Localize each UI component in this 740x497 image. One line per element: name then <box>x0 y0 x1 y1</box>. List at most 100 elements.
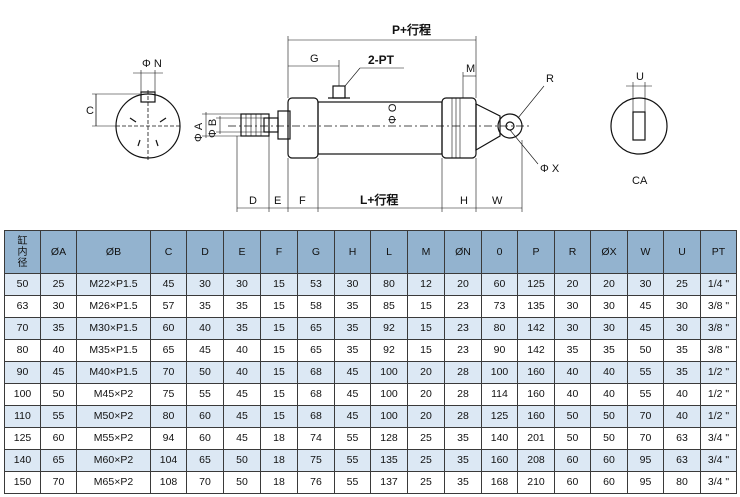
table-cell: 50 <box>186 361 224 384</box>
table-header-cell: U <box>663 230 701 274</box>
label-m: M <box>466 63 475 75</box>
label-phi-o: Φ O <box>387 103 399 124</box>
table-cell: 63 <box>663 427 701 450</box>
table-cell: 55 <box>627 361 664 384</box>
table-cell: 40 <box>590 383 628 406</box>
label-f: F <box>299 195 306 207</box>
table-cell: 53 <box>297 273 335 296</box>
table-cell: 68 <box>297 405 335 428</box>
table-cell: 45 <box>223 383 261 406</box>
table-cell: 100 <box>4 383 41 406</box>
table-cell: 45 <box>334 361 371 384</box>
table-cell: 35 <box>40 317 77 340</box>
table-cell: 1/2 " <box>700 361 737 384</box>
table-cell: 45 <box>186 339 224 362</box>
table-cell: 160 <box>517 383 555 406</box>
table-cell: 35 <box>590 339 628 362</box>
table-cell: 40 <box>186 317 224 340</box>
table-cell: 60 <box>481 273 518 296</box>
table-cell: 45 <box>334 383 371 406</box>
table-cell: 30 <box>334 273 371 296</box>
table-cell: 20 <box>407 361 445 384</box>
label-w: W <box>492 195 503 207</box>
table-cell: 150 <box>4 471 41 494</box>
table-cell: 55 <box>186 383 224 406</box>
table-cell: M45×P2 <box>76 383 151 406</box>
table-cell: 3/4 " <box>700 427 737 450</box>
table-cell: 60 <box>150 317 187 340</box>
table-cell: 92 <box>370 317 408 340</box>
table-header-cell: ØN <box>444 230 482 274</box>
table-cell: 30 <box>663 295 701 318</box>
table-cell: 60 <box>554 471 591 494</box>
table-cell: 114 <box>481 383 518 406</box>
table-header-cell: E <box>223 230 261 274</box>
table-header-cell: H <box>334 230 371 274</box>
table-cell: 70 <box>4 317 41 340</box>
table-cell: 160 <box>517 405 555 428</box>
table-header-cell: R <box>554 230 591 274</box>
table-cell: 70 <box>150 361 187 384</box>
table-cell: 25 <box>407 427 445 450</box>
table-cell: 160 <box>481 449 518 472</box>
table-cell: 50 <box>590 405 628 428</box>
label-phi-a: Φ A <box>193 122 205 142</box>
table-cell: 95 <box>627 449 664 472</box>
table-cell: 142 <box>517 339 555 362</box>
table-cell: 140 <box>4 449 41 472</box>
table-cell: 60 <box>186 427 224 450</box>
table-cell: 208 <box>517 449 555 472</box>
table-cell: 55 <box>40 405 77 428</box>
table-cell: 55 <box>627 383 664 406</box>
table-cell: 12 <box>407 273 445 296</box>
table-cell: 110 <box>4 405 41 428</box>
table-header-cell: M <box>407 230 445 274</box>
table-cell: 108 <box>150 471 187 494</box>
table-cell: 80 <box>481 317 518 340</box>
table-cell: 35 <box>554 339 591 362</box>
table-cell: 3/4 " <box>700 471 737 494</box>
table-cell: 73 <box>481 295 518 318</box>
table-header-cell: F <box>260 230 298 274</box>
table-cell: 25 <box>663 273 701 296</box>
table-cell: 125 <box>4 427 41 450</box>
table-cell: 28 <box>444 405 482 428</box>
table-cell: 40 <box>554 383 591 406</box>
label-p-stroke: P+行程 <box>392 22 431 37</box>
table-cell: 45 <box>223 405 261 428</box>
table-header-cell: G <box>297 230 335 274</box>
table-cell: 45 <box>223 427 261 450</box>
table-cell: 35 <box>334 317 371 340</box>
table-cell: 50 <box>40 383 77 406</box>
table-cell: 40 <box>663 405 701 428</box>
table-cell: 45 <box>150 273 187 296</box>
table-cell: 60 <box>186 405 224 428</box>
table-cell: 1/4 " <box>700 273 737 296</box>
table-cell: 57 <box>150 295 187 318</box>
table-header-cell: C <box>150 230 187 274</box>
table-cell: 65 <box>186 449 224 472</box>
table-cell: 50 <box>4 273 41 296</box>
table-cell: 30 <box>590 317 628 340</box>
table-cell: 55 <box>334 427 371 450</box>
table-cell: 90 <box>481 339 518 362</box>
table-cell: 128 <box>370 427 408 450</box>
table-cell: 100 <box>481 361 518 384</box>
rear-end-view <box>610 82 668 155</box>
table-cell: 80 <box>370 273 408 296</box>
table-cell: 50 <box>223 449 261 472</box>
table-cell: 125 <box>481 405 518 428</box>
table-cell: M40×P1.5 <box>76 361 151 384</box>
table-header-cell: 0 <box>481 230 518 274</box>
table-cell: 35 <box>444 427 482 450</box>
table-cell: 18 <box>260 449 298 472</box>
table-cell: 100 <box>370 383 408 406</box>
table-cell: 100 <box>370 361 408 384</box>
